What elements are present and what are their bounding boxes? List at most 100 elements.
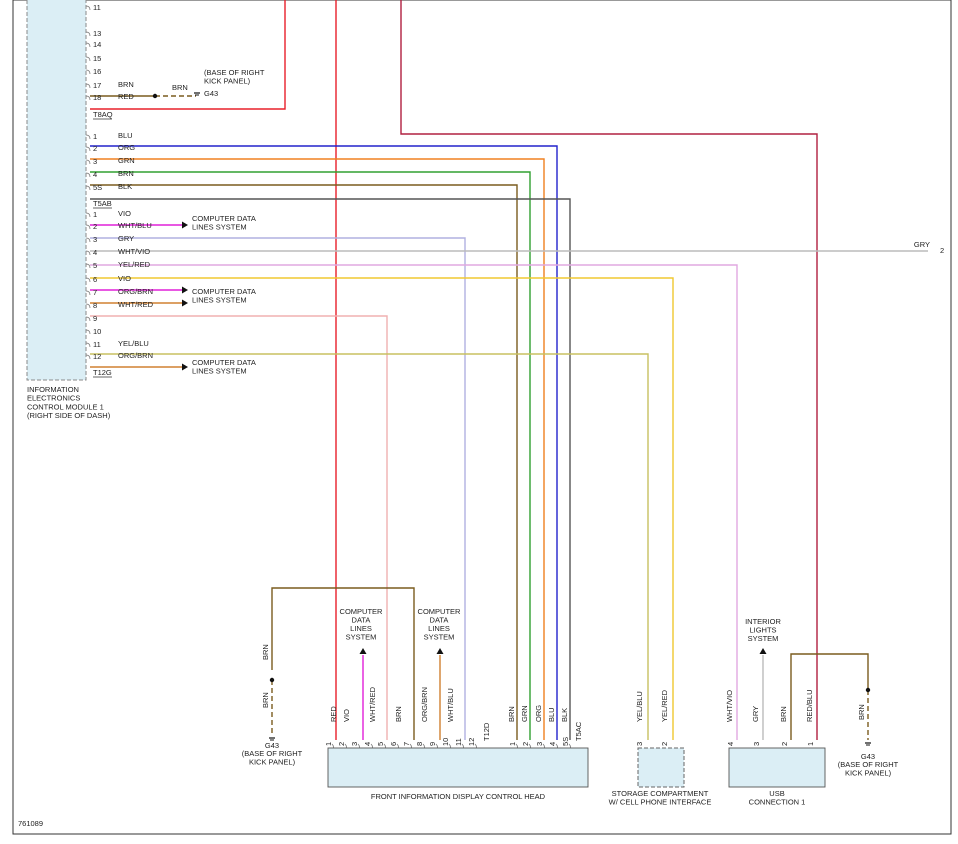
ground-name: G43: [265, 741, 279, 750]
pin-terminal: [85, 134, 91, 140]
wire-color-label: YEL/RED: [660, 689, 669, 722]
usb-caption-line: USB: [769, 789, 784, 798]
t5ab-wire-blk: [90, 198, 571, 740]
wire-color-label: VIO: [118, 274, 131, 283]
gry-offpage-label: GRY: [914, 240, 930, 249]
t12g-pin5-yel-red: [90, 277, 674, 740]
wire-color-label: YEL/RED: [118, 260, 151, 269]
head-unit-caption: FRONT INFORMATION DISPLAY CONTROL HEAD: [371, 792, 546, 801]
pin-terminal: [85, 316, 91, 322]
wire-color-label: VIO: [118, 209, 131, 218]
pin-number: 18: [93, 93, 101, 102]
wire-color-label: WHT/RED: [118, 300, 154, 309]
computer-data-lines-label-line: COMPUTER: [340, 607, 384, 616]
wire-color-label: BRN: [118, 80, 134, 89]
computer-data-lines-label-line: DATA: [352, 616, 371, 625]
computer-data-lines-label-line: COMPUTER DATA: [192, 358, 256, 367]
ground-name: G43: [204, 89, 218, 98]
wire-color-label: WHT/VIO: [118, 247, 150, 256]
arrow-computer-data: [182, 286, 188, 294]
pin-number: 10: [441, 738, 450, 746]
wire-color-label: BRN: [394, 706, 403, 722]
wire-color-label: BLK: [560, 708, 569, 722]
wire-color-label: RED: [118, 92, 134, 101]
wire-color-label: ORG/BRN: [118, 351, 153, 360]
pin-number: 5: [376, 742, 385, 746]
wire-color-label: GRY: [118, 234, 134, 243]
pin-number: 6: [389, 742, 398, 746]
splice-dot: [269, 677, 275, 683]
computer-data-lines-label-line: LINES: [350, 624, 372, 633]
usb-connection-box: [728, 747, 826, 788]
pin-number: 3: [535, 742, 544, 746]
wire-color-label: RED/BLU: [805, 689, 814, 722]
storage-compartment-box: [637, 747, 685, 788]
wire-color-label: ORG: [118, 143, 135, 152]
pin-number: 2: [93, 222, 97, 231]
t5ab-wire-org: [90, 158, 545, 740]
pin-terminal: [85, 237, 91, 243]
wire-color-label: WHT/VIO: [725, 690, 734, 722]
pin-number: 4: [363, 742, 372, 746]
t12g-pin2-wht-blu: [90, 237, 466, 740]
pin-terminal: [85, 250, 91, 256]
pin-number: 7: [93, 288, 97, 297]
wire-color-label: ORG/BRN: [118, 287, 153, 296]
computer-data-lines-label-line: LINES SYSTEM: [192, 296, 247, 305]
pin-terminal: [85, 159, 91, 165]
splice-dot: [865, 687, 871, 693]
pin-number: 3: [93, 235, 97, 244]
arrow-interior-lights: [759, 648, 767, 654]
figure-id: 761089: [18, 819, 43, 828]
ground-note-line: KICK PANEL): [249, 758, 296, 767]
t12g-pin11-yel-blu: [90, 353, 649, 740]
ground-wire-label: BRN: [261, 644, 270, 660]
pin-number: 17: [93, 81, 101, 90]
connector-id: T12D: [482, 722, 491, 741]
pin-terminal: [85, 146, 91, 152]
ground-note-line: (BASE OF RIGHT: [242, 749, 303, 758]
ground-wire-label: BRN: [857, 704, 866, 720]
ground-note-line: KICK PANEL): [845, 769, 892, 778]
interior-lights-label-line: LIGHTS: [749, 626, 776, 635]
pin-terminal: [85, 95, 91, 101]
pin-number: 12: [467, 738, 476, 746]
pin-number: 3: [752, 742, 761, 746]
pin-number: 8: [93, 301, 97, 310]
wire-color-label: BRN: [118, 169, 134, 178]
wire-color-label: BLU: [547, 707, 556, 722]
computer-data-lines-label-line: SYSTEM: [424, 633, 455, 642]
pin-terminal: [85, 172, 91, 178]
pin-number: 1: [508, 742, 517, 746]
ground-note-line: (BASE OF RIGHT: [838, 760, 899, 769]
pin-number: 14: [93, 40, 101, 49]
pin-number: 2: [93, 144, 97, 153]
wire-color-label: BLU: [118, 131, 133, 140]
gry-offpage-ref: 2: [940, 246, 944, 255]
pin-number: 12: [93, 352, 101, 361]
pin-terminal: [85, 5, 91, 11]
ground-wire-label: BRN: [172, 83, 188, 92]
computer-data-lines-label-line: LINES SYSTEM: [192, 367, 247, 376]
pin-number: 5S: [93, 183, 102, 192]
interior-lights-label-line: INTERIOR: [745, 617, 781, 626]
computer-data-lines-label-line: SYSTEM: [346, 633, 377, 642]
ground-wire-label: BRN: [261, 692, 270, 708]
pin-number: 1: [806, 742, 815, 746]
pin-number: 6: [93, 275, 97, 284]
head-brn-loop: [271, 587, 415, 740]
computer-data-lines-label-line: LINES SYSTEM: [192, 223, 247, 232]
t5ab-wire-blu: [90, 145, 558, 740]
pin-number: 15: [93, 54, 101, 63]
pin-number: 10: [93, 327, 101, 336]
pin-number: 11: [93, 340, 101, 349]
pin-number: 5S: [561, 737, 570, 746]
arrow-computer-data: [182, 299, 188, 307]
usb-caption-line: CONNECTION 1: [749, 798, 806, 807]
pin-number: 4: [726, 742, 735, 746]
wire-color-label: BRN: [507, 706, 516, 722]
wire-color-label: BLK: [118, 182, 132, 191]
pin-terminal: [85, 329, 91, 335]
wire-color-label: RED: [329, 706, 338, 722]
